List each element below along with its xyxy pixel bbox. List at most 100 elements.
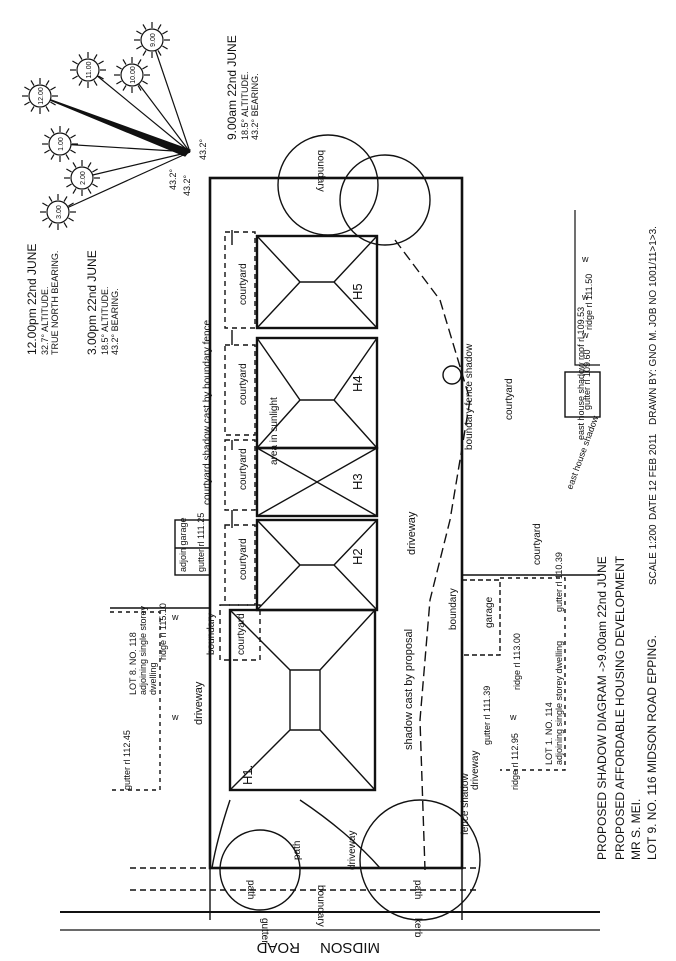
unit-label-h1: H1.	[240, 765, 255, 785]
boundary-label: boundary	[315, 885, 326, 927]
lot8-title: LOT 8. NO. 118	[128, 632, 138, 695]
path-label: path	[412, 880, 423, 899]
fence-shadow-label: fence shadow	[460, 773, 471, 835]
sun-time-label: 9.00	[150, 33, 157, 47]
boundary-label: boundary	[448, 588, 459, 630]
noon-bearing: TRUE NORTH BEARING.	[50, 251, 60, 355]
title-line1: PROPOSED SHADOW DIAGRAM ->9.00am 22nd JU…	[595, 556, 609, 860]
lot8-desc: adjoining single storey	[138, 605, 148, 695]
courtyard-label: courtyard	[238, 363, 249, 405]
courtyard-label: courtyard	[238, 263, 249, 305]
boundary-label: boundary	[315, 150, 326, 192]
three-bearing: 43.2° BEARING.	[110, 288, 120, 355]
garage-label: garage	[484, 596, 495, 628]
nine-title: 9.00am 22nd JUNE	[225, 35, 239, 140]
title-line2: PROPOSED AFFORDABLE HOUSING DEVELOPMENT	[613, 555, 627, 860]
path-label: path	[292, 841, 303, 860]
courtyard-label: courtyard	[238, 538, 249, 580]
sun-time-label: 1.00	[58, 137, 65, 151]
sun-time-label: 3.00	[56, 205, 63, 219]
gutter-rl-label: gutter rl 109.60	[582, 349, 592, 410]
lot1-desc: adjoining single storey dwelling	[554, 641, 564, 765]
title-date: DATE 12 FEB 2011	[648, 433, 659, 520]
shadow-by-proposal-label: shadow cast by proposal	[403, 629, 415, 750]
sun-icon: 12.00	[22, 78, 58, 114]
sun-path-diagram: 12.00 11.00 10.00 9.00 1.00 2.00 3.00	[22, 22, 192, 230]
unit-label-h2: H2	[350, 548, 365, 565]
shadow-outline	[394, 239, 471, 871]
ridge-rl-label: ridge rl 111.50	[584, 274, 594, 330]
sun-time-label: 11.00	[86, 61, 93, 78]
compass-needle	[39, 95, 192, 157]
nine-altitude: 18.5° ALTITUDE.	[240, 72, 250, 140]
sun-time-label: 12.00	[38, 87, 45, 105]
window-mark: w	[171, 712, 179, 722]
driveway-label: driveway	[470, 751, 481, 790]
ridge-rl-label: ridge rl 115.10	[158, 603, 168, 660]
title-drawn: DRAWN BY: GNO M. JOB NO 1001/11>1>3.	[648, 226, 659, 425]
unit-label-h3: H3	[350, 473, 365, 490]
tree-canopy	[219, 829, 301, 911]
compass-angle: 43.2°	[182, 174, 192, 196]
window-mark: w	[581, 254, 589, 264]
boundary-fence-shadow-label: boundary fence shadow	[464, 343, 475, 450]
sun-icon: 2.00	[64, 160, 100, 196]
tree-trunk	[442, 365, 462, 385]
sun-icon: 11.00	[70, 52, 106, 88]
window-mark: w	[581, 292, 589, 302]
gutter-label: gutter	[259, 918, 270, 944]
courtyard-shadow-label: courtyard shadow cast by boundary fence	[202, 319, 213, 505]
kerb-label: kerb	[412, 918, 423, 938]
compass-angle: 43.2°	[168, 168, 178, 190]
lot8-desc: dwelling	[148, 662, 158, 695]
ridge-rl-label: ridge rl 113.00	[512, 633, 522, 690]
courtyard-label: courtyard	[532, 523, 543, 565]
unit-h1	[228, 608, 377, 792]
courtyard-label: courtyard	[504, 378, 515, 420]
noon-title: 12.00pm 22nd JUNE	[25, 244, 39, 355]
unit-label-h4: H4	[350, 375, 365, 392]
sun-icon: 10.00	[114, 57, 150, 93]
gutter-rl-label: gutter rl 112.45	[122, 730, 132, 790]
adjoin-garage-label: adjoin garage	[178, 517, 188, 572]
courtyard-label: courtyard	[236, 613, 247, 655]
unit-h3	[255, 446, 379, 518]
title-line4: LOT 9. NO. 116 MIDSON ROAD EPPING.	[645, 635, 659, 860]
adjoin-garage-gutter: gutter rl 111.25	[196, 513, 206, 572]
tree-canopy	[339, 154, 431, 246]
courtyard-label: courtyard	[238, 448, 249, 490]
sun-icon: 3.00	[40, 194, 76, 230]
road-name: MIDSON	[320, 939, 380, 956]
title-scale: SCALE 1:200	[648, 524, 659, 585]
east-house-shadow-roof-label: east house shadow roof rl 109.53	[576, 307, 586, 440]
window-mark: w	[171, 612, 179, 622]
three-altitude: 18.5° ALTITUDE.	[100, 287, 110, 355]
sun-icon: 9.00	[134, 22, 170, 58]
unit-h5	[255, 234, 379, 330]
three-title: 3.00pm 22nd JUNE	[85, 250, 99, 355]
area-in-sunlight-label: area in sunlight	[269, 397, 280, 465]
window-mark: w	[509, 712, 517, 722]
sun-time-label: 2.00	[80, 171, 87, 185]
lot1-garage	[461, 579, 501, 656]
noon-altitude: 32.7° ALTITUDE.	[40, 287, 50, 355]
compass-angle: 43.2°	[198, 138, 208, 160]
gutter-rl-label: gutter rl 111.39	[482, 686, 492, 745]
driveway-label: driveway	[193, 681, 205, 725]
lot1-title: LOT 1. NO. 114	[544, 702, 554, 765]
unit-label-h5: H5	[350, 283, 365, 300]
driveway-label: driveway	[406, 511, 418, 555]
title-line3: MR S. MEI.	[629, 799, 643, 860]
road-word: ROAD	[256, 939, 300, 956]
nine-bearing: 43.2° BEARING.	[250, 73, 260, 140]
ridge-rl-label: ridge rl 112.95	[510, 733, 520, 790]
driveway-label: driveway	[347, 831, 358, 870]
gutter-rl-label: gutter rl 110.39	[554, 552, 564, 612]
tree-canopy	[359, 799, 481, 921]
sun-icon: 1.00	[42, 126, 78, 162]
path-label: path	[245, 880, 256, 899]
window-mark: w	[581, 330, 589, 340]
boundary-label: boundary	[206, 613, 217, 655]
